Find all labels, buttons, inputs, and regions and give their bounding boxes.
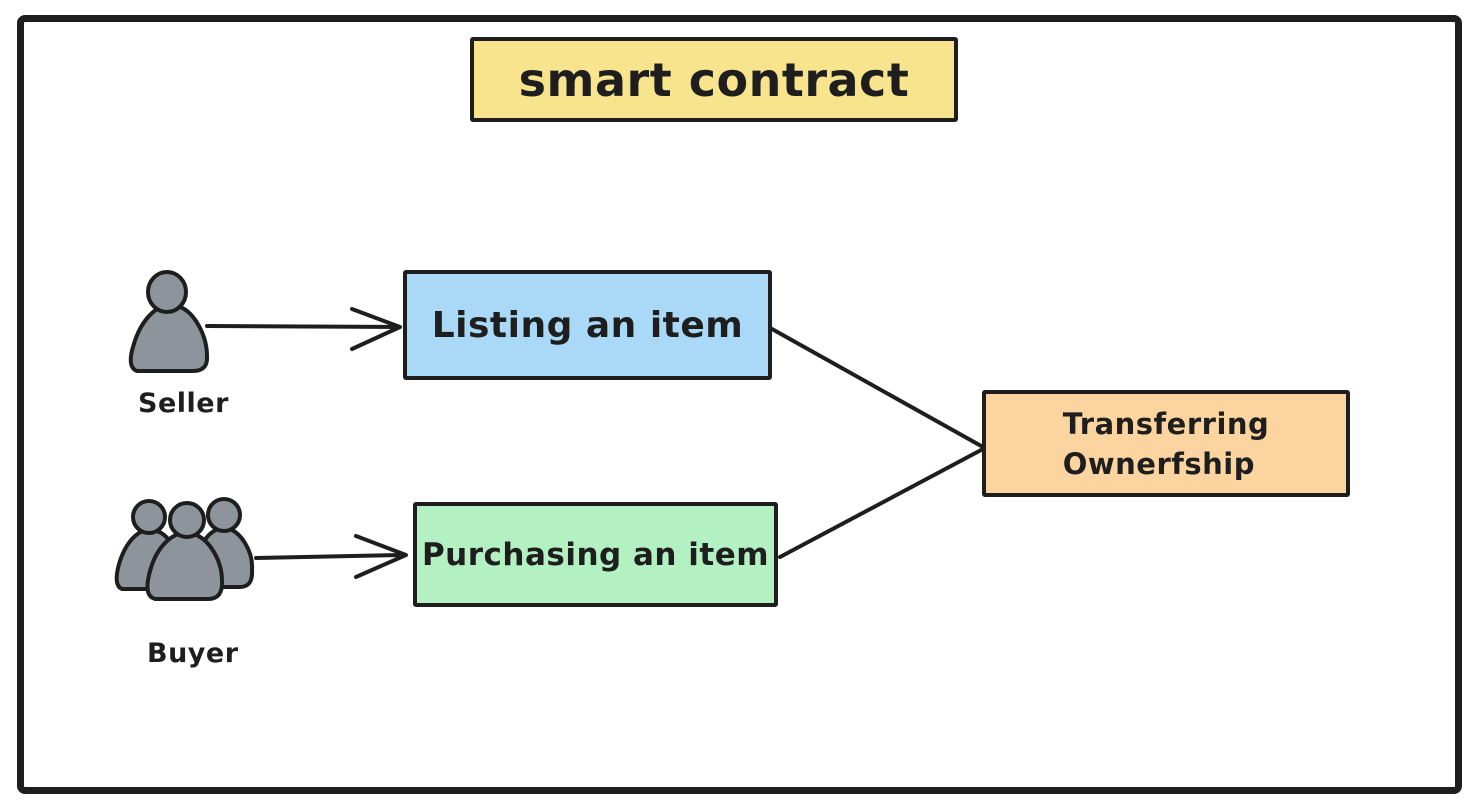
title-text: smart contract (518, 52, 910, 107)
node-purchasing-an-item: Purchasing an item (413, 502, 778, 607)
person-icon (128, 270, 210, 373)
node-transferring-ownership: Transferring Ownerfship (982, 390, 1350, 497)
title-box: smart contract (470, 37, 958, 122)
node-transferring-line1: Transferring (1062, 406, 1270, 441)
seller-label: Seller (138, 388, 229, 419)
arrow-buyer-to-purchasing (254, 534, 408, 579)
arrow-seller-to-listing (205, 307, 402, 351)
diagram-outer-frame (17, 15, 1462, 794)
connector-listing-to-transferring (770, 327, 985, 449)
people-group-icon (114, 497, 255, 601)
node-listing-an-item: Listing an item (403, 270, 772, 380)
node-purchasing-label: Purchasing an item (421, 536, 770, 573)
node-transferring-line2: Ownerfship (1062, 446, 1255, 481)
buyer-label: Buyer (147, 638, 239, 669)
node-transferring-label: Transferring Ownerfship (1063, 404, 1270, 484)
node-listing-label: Listing an item (431, 304, 744, 346)
connector-purchasing-to-transferring (778, 447, 985, 559)
